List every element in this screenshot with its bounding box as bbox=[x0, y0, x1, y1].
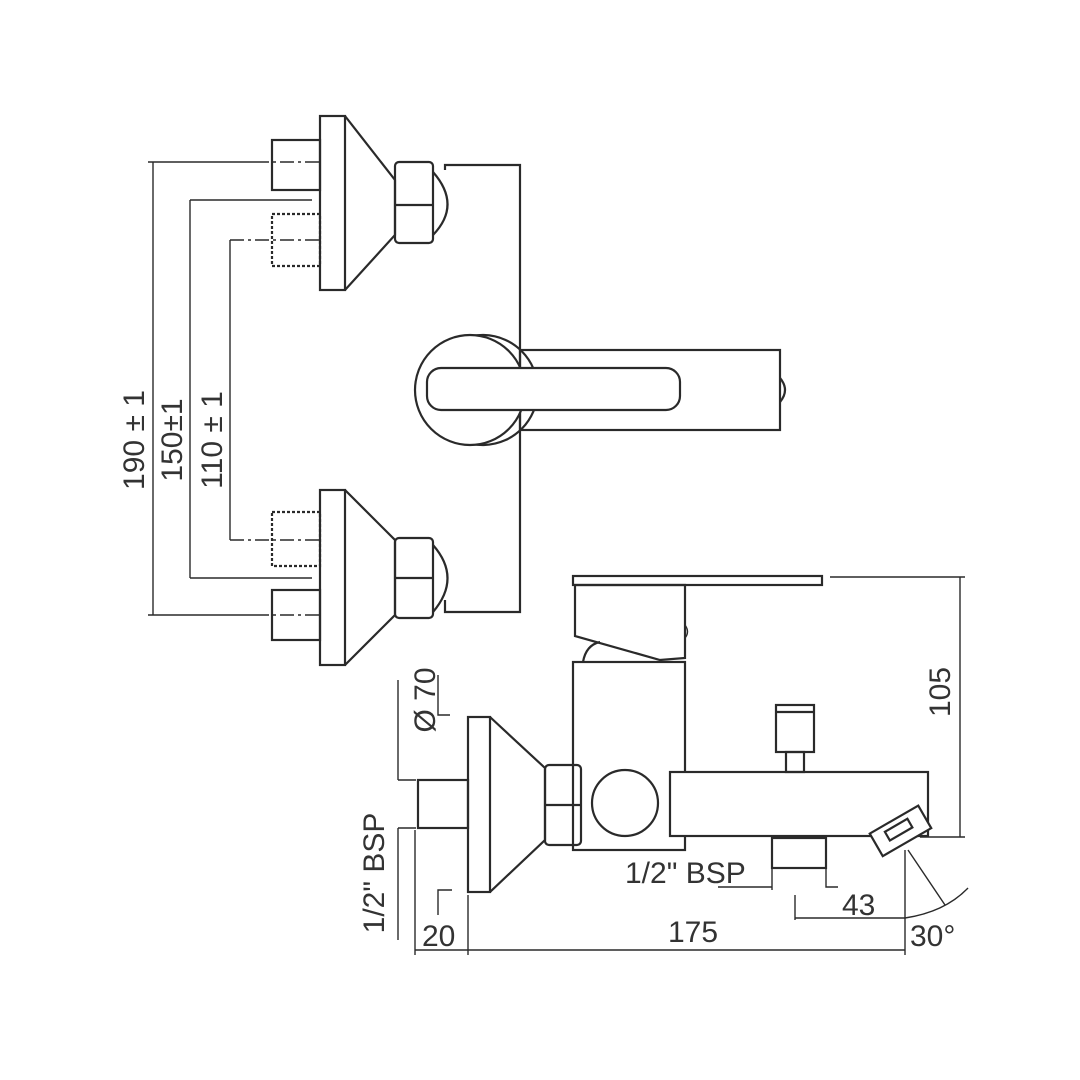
dimension-20: 20 bbox=[422, 920, 455, 953]
side-view: Ø 70 1/2" BSP 105 1/2" BSP 43 20 175 30° bbox=[358, 574, 969, 955]
dimension-190: 190 ± 1 bbox=[118, 390, 151, 490]
dimension-110: 110 ± 1 bbox=[196, 391, 229, 489]
lower-inlet bbox=[270, 488, 449, 667]
dimension-30-degrees: 30° bbox=[910, 920, 955, 953]
dimension-175: 175 bbox=[668, 916, 718, 949]
dimension-outlet-thread: 1/2" BSP bbox=[625, 857, 746, 890]
dimension-150: 150±1 bbox=[156, 398, 189, 481]
inlet-dimension-lines bbox=[148, 161, 320, 616]
mixer-body bbox=[413, 163, 787, 614]
dimension-105: 105 bbox=[924, 667, 957, 717]
dimension-inlet-thread: 1/2" BSP bbox=[358, 813, 391, 934]
dimension-diameter-70: Ø 70 bbox=[409, 667, 442, 732]
dimension-43: 43 bbox=[842, 889, 875, 922]
upper-inlet bbox=[270, 114, 449, 292]
top-view: 190 ± 1 150±1 110 ± 1 bbox=[118, 114, 787, 667]
